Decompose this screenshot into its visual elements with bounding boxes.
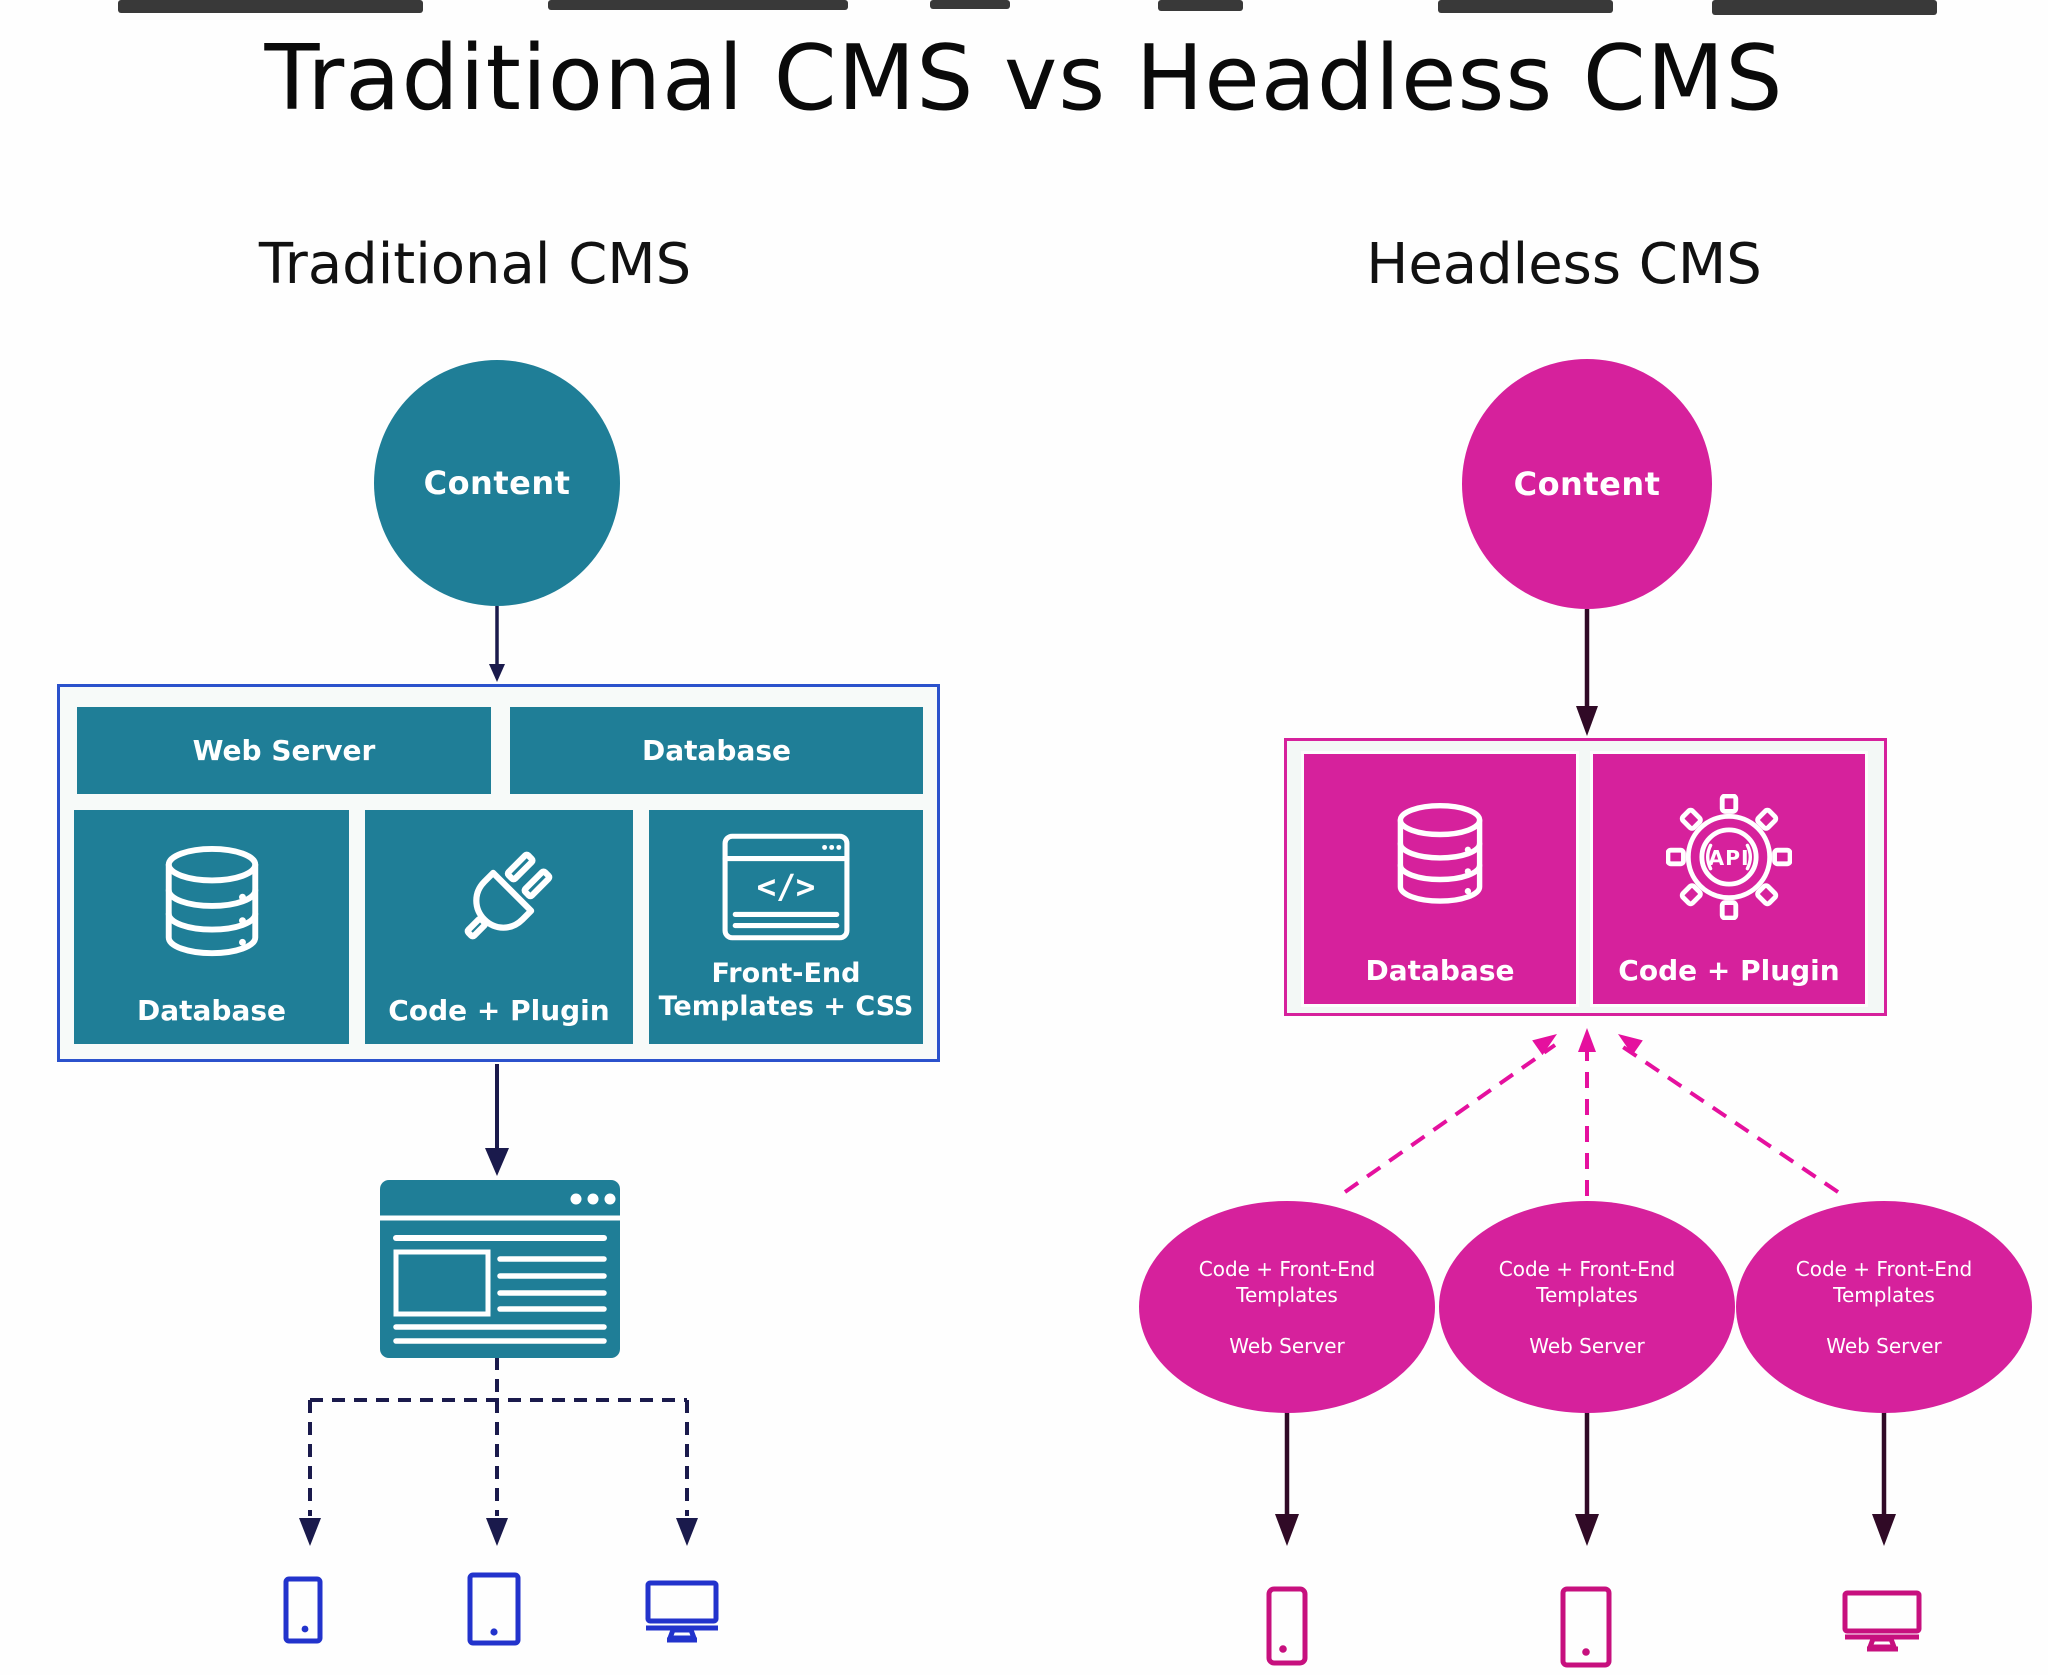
traditional-subtitle: Traditional CMS bbox=[258, 232, 692, 297]
code-glyph: </> bbox=[757, 868, 816, 906]
ellipse-templates-label: Code + Front-End Templates bbox=[1198, 1257, 1376, 1307]
database-bar-label: Database bbox=[641, 734, 791, 767]
traditional-code-plugin-tile: Code + Plugin bbox=[365, 810, 633, 1044]
traditional-frontend-label: Front-End Templates + CSS bbox=[658, 958, 914, 1023]
traditional-database-label: Database bbox=[136, 993, 286, 1027]
top-edge-artifact bbox=[118, 0, 423, 13]
code-window-icon: </> bbox=[720, 810, 852, 958]
traditional-content-connector bbox=[489, 606, 505, 682]
ellipse-webserver-label: Web Server bbox=[1529, 1334, 1645, 1358]
headless-code-plugin-label: Code + Plugin bbox=[1618, 953, 1840, 987]
page-title: Traditional CMS vs Headless CMS bbox=[264, 26, 1784, 131]
headless-content-label: Content bbox=[1513, 465, 1661, 503]
ellipse-webserver-label: Web Server bbox=[1826, 1334, 1942, 1358]
web-server-ellipse: Code + Front-End Templates Web Server bbox=[1139, 1201, 1435, 1413]
desktop-monitor-icon bbox=[645, 1580, 719, 1648]
browser-window-icon bbox=[380, 1180, 620, 1362]
traditional-content-circle: Content bbox=[374, 360, 620, 606]
api-glyph: API bbox=[1708, 846, 1749, 870]
headless-content-arrow bbox=[1576, 609, 1598, 736]
traditional-stack-to-browser-arrow bbox=[485, 1064, 509, 1176]
traditional-content-label: Content bbox=[423, 464, 571, 502]
headless-subtitle: Headless CMS bbox=[1366, 232, 1762, 297]
headless-server-to-device-arrows bbox=[1275, 1412, 1896, 1546]
smartphone-icon bbox=[1266, 1586, 1308, 1670]
plug-icon bbox=[435, 810, 563, 994]
database-icon bbox=[1386, 754, 1494, 954]
top-edge-artifact bbox=[548, 0, 848, 10]
web-server-ellipse: Code + Front-End Templates Web Server bbox=[1439, 1201, 1735, 1413]
web-server-bar-label: Web Server bbox=[192, 734, 376, 767]
traditional-frontend-tile: </> Front-End Templates + CSS bbox=[649, 810, 923, 1044]
headless-dashed-api-arrows bbox=[1343, 1028, 1840, 1196]
headless-content-circle: Content bbox=[1462, 359, 1712, 609]
tablet-icon bbox=[467, 1572, 521, 1650]
smartphone-icon bbox=[283, 1576, 323, 1648]
headless-database-tile: Database bbox=[1304, 754, 1576, 1004]
database-bar: Database bbox=[510, 707, 923, 794]
web-server-ellipse: Code + Front-End Templates Web Server bbox=[1736, 1201, 2032, 1413]
traditional-dashed-distribution bbox=[299, 1357, 698, 1546]
tablet-icon bbox=[1560, 1586, 1612, 1672]
ellipse-webserver-label: Web Server bbox=[1229, 1334, 1345, 1358]
top-edge-artifact bbox=[1438, 0, 1613, 13]
database-icon bbox=[153, 810, 271, 994]
ellipse-templates-label: Code + Front-End Templates bbox=[1498, 1257, 1676, 1307]
top-edge-artifact bbox=[930, 0, 1010, 9]
top-edge-artifact bbox=[1712, 0, 1937, 15]
desktop-monitor-icon bbox=[1842, 1590, 1922, 1658]
traditional-code-plugin-label: Code + Plugin bbox=[388, 993, 610, 1027]
headless-stack-box: Database bbox=[1284, 738, 1887, 1016]
headless-code-plugin-tile: API Code + Plugin bbox=[1593, 754, 1865, 1004]
traditional-stack-box: Web Server Database Database bbox=[57, 684, 940, 1062]
ellipse-templates-label: Code + Front-End Templates bbox=[1795, 1257, 1973, 1307]
web-server-bar: Web Server bbox=[77, 707, 491, 794]
api-gear-icon: API bbox=[1666, 754, 1792, 954]
headless-database-label: Database bbox=[1365, 953, 1515, 987]
top-edge-artifact bbox=[1158, 0, 1243, 11]
traditional-database-tile: Database bbox=[74, 810, 349, 1044]
